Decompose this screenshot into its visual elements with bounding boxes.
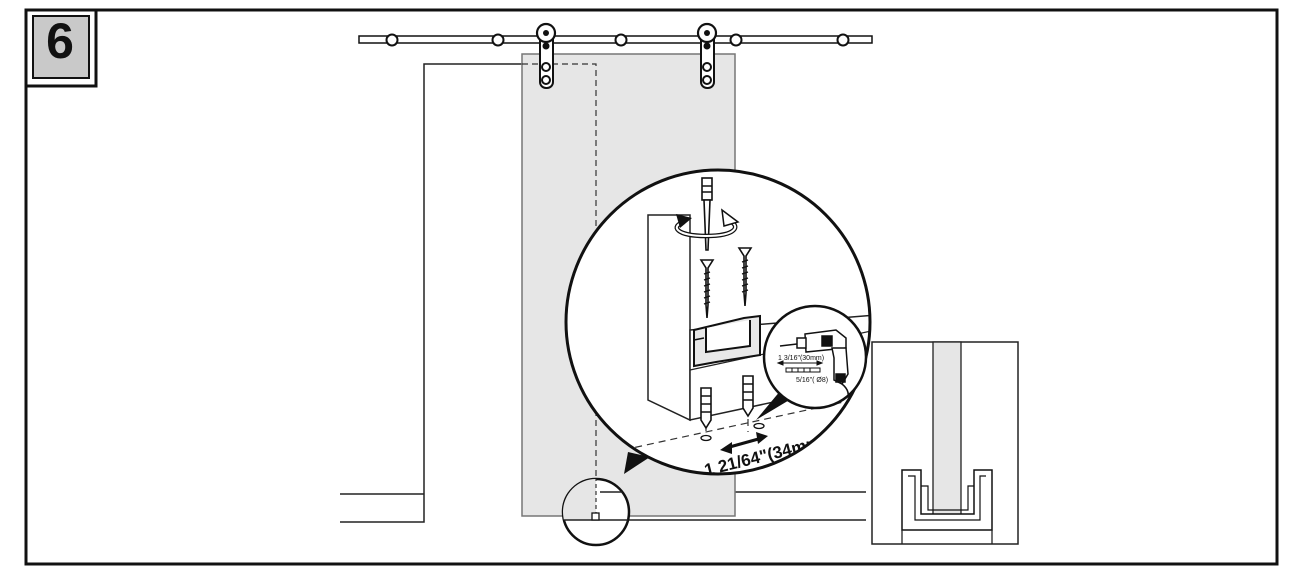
wall-plug-icon bbox=[700, 387, 712, 430]
floor-guide-section-inset bbox=[871, 341, 1019, 545]
electric-drill-icon bbox=[779, 329, 849, 403]
step-number: 6 bbox=[46, 13, 74, 69]
wood-screw-icon bbox=[737, 247, 753, 307]
drill-diameter-label: 5/16"( Ø8) bbox=[796, 377, 828, 384]
dimension-arrow bbox=[720, 432, 768, 454]
rotation-arrow-icon bbox=[674, 208, 740, 239]
callout-pointer bbox=[624, 452, 650, 474]
drill-depth-label: 1 3/16"(30mm) bbox=[778, 355, 824, 362]
wood-screw-icon bbox=[699, 259, 715, 319]
sliding-door-rail-icon bbox=[358, 33, 873, 47]
detail-marker-circle bbox=[561, 477, 631, 547]
wall-plug-icon bbox=[742, 375, 754, 418]
floor-guide-icon bbox=[693, 314, 761, 368]
drill-detail-circle: 1 3/16"(30mm) 5/16"( Ø8) bbox=[762, 304, 868, 410]
roller-hanger-icon bbox=[535, 22, 557, 89]
roller-hanger-icon bbox=[696, 22, 718, 89]
